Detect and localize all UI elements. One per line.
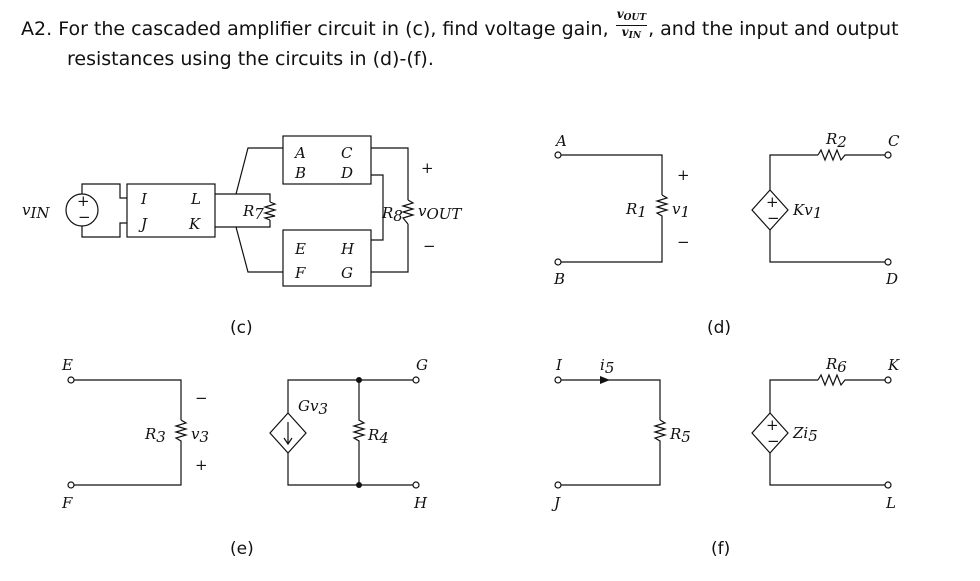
terminal-i: I [555,356,563,374]
svg-text:B: B [294,164,306,182]
svg-text:F: F [294,264,306,282]
problem-text-before: For the cascaded amplifier circuit in (c… [58,18,609,40]
svg-text:−: − [423,237,436,255]
svg-text:+: + [195,456,208,474]
svg-text:G: G [341,264,353,282]
svg-text:+: + [77,192,90,210]
i5-label: i5 [600,356,614,377]
svg-text:C: C [341,144,353,162]
r5-label: R5 [669,425,691,446]
terminal-h: H [413,494,428,512]
svg-text:K: K [188,215,201,233]
svg-text:+: + [766,416,779,434]
svg-text:−: − [767,209,780,227]
svg-text:−: − [78,208,91,226]
source-k-label: Kv1 [792,201,822,222]
resistor-r3 [173,419,189,446]
terminal-c: C [888,132,900,150]
resistor-r8 [400,199,416,225]
r2-label: R2 [825,130,847,151]
terminal-l: L [885,494,896,512]
circuit-d: A B R1 v1 + − + − R2 C D Kv1 (d) [553,130,900,338]
problem-text-after: , and the input and output [648,18,899,40]
terminal-a: A [554,132,567,150]
terminal-b: B [553,270,565,288]
circuit-c: + − vIN I L J K R7 A C B D E H F G [22,135,462,338]
source-g-label: Gv3 [298,397,328,418]
svg-text:E: E [294,240,306,258]
current-arrow [600,376,610,384]
problem-label: A2. [21,18,53,40]
block-ijlk [126,183,216,238]
svg-text:H: H [340,240,355,258]
svg-text:+: + [677,166,690,184]
caption-e: (e) [230,539,254,559]
problem-statement: A2. For the cascaded amplifier circuit i… [21,8,966,74]
resistor-r5 [652,419,668,446]
r3-label: R3 [144,425,166,446]
svg-text:+: + [766,193,779,211]
svg-text:I: I [140,190,148,208]
terminal-f: F [61,494,73,512]
resistor-r2 [817,148,885,162]
resistor-r6 [817,373,885,387]
vout-label: vOUT [418,202,462,223]
terminal-e: E [61,356,73,374]
v1-label: v1 [672,200,690,221]
fraction-denominator: vIN [621,25,642,42]
svg-text:A: A [293,144,306,162]
svg-text:D: D [340,164,353,182]
svg-text:L: L [190,190,201,208]
fraction-numerator: vOUT [615,8,648,26]
circuit-e: E F R3 v3 − + Gv3 R4 G H (e) [61,356,428,559]
terminal-k: K [887,356,900,374]
r6-label: R6 [825,355,847,376]
circuit-f: I J i5 R5 + − R6 K L Zi5 (f) [551,355,900,559]
resistor-r7 [262,201,278,221]
v3-label: v3 [191,425,209,446]
r4-label: R4 [367,426,389,447]
terminal-j: J [551,494,561,512]
svg-text:−: − [767,432,780,450]
caption-d: (d) [707,318,731,338]
resistor-r1 [654,194,670,221]
terminal-d: D [885,270,898,288]
svg-text:+: + [421,159,434,177]
terminal-g: G [416,356,428,374]
source-z-label: Zi5 [792,424,818,445]
problem-line-2: resistances using the circuits in (d)-(f… [67,48,434,70]
r7-label: R7 [242,202,264,223]
r8-label: R8 [381,204,403,225]
resistor-r4 [351,380,367,485]
block-efgh [282,229,372,287]
svg-text:J: J [138,215,148,233]
caption-f: (f) [711,539,730,559]
vin-label: vIN [22,201,50,222]
r1-label: R1 [625,200,647,221]
svg-text:−: − [677,233,690,251]
svg-text:−: − [195,389,208,407]
block-abcd [282,135,372,185]
caption-c: (c) [230,318,253,338]
